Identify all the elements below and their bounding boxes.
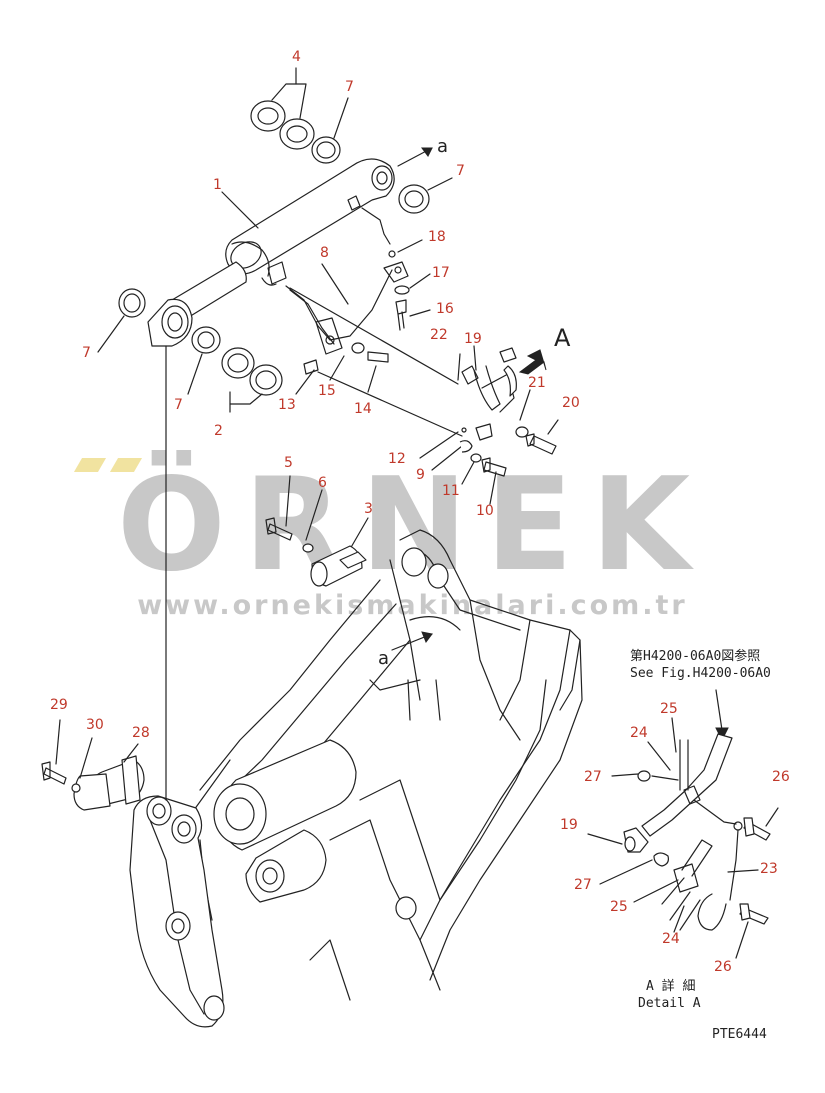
- view-direction-label: A: [554, 324, 571, 352]
- callout-8: 8: [320, 245, 329, 261]
- callout-27: 27: [584, 769, 602, 785]
- callout-18: 18: [428, 229, 446, 245]
- callout-12: 12: [388, 451, 406, 467]
- callout-13: 13: [278, 397, 296, 413]
- callout-7: 7: [456, 163, 465, 179]
- callout-14: 14: [354, 401, 372, 417]
- callout-19: 19: [560, 817, 578, 833]
- callout-6: 6: [318, 475, 327, 491]
- detail-a-drawing: [587, 689, 779, 959]
- cylinder-assembly: [147, 158, 395, 347]
- callout-24: 24: [662, 931, 680, 947]
- callout-23: 23: [760, 861, 778, 877]
- callout-27: 27: [574, 877, 592, 893]
- callout-11: 11: [442, 483, 460, 499]
- callout-26: 26: [714, 959, 732, 975]
- watermark-url: www.ornekismakinalari.com.tr: [137, 590, 688, 621]
- callout-19: 19: [464, 331, 482, 347]
- link-arm: [129, 795, 225, 1028]
- callout-22: 22: [430, 327, 448, 343]
- callout-20: 20: [562, 395, 580, 411]
- callout-21: 21: [528, 375, 546, 391]
- figure-code: PTE6444: [712, 1027, 767, 1042]
- callout-25: 25: [610, 899, 628, 915]
- reference-note-jp: 第H4200-06A0図参照: [630, 649, 761, 664]
- callout-7: 7: [345, 79, 354, 95]
- detail-title-jp: A 詳 細: [646, 979, 696, 994]
- callout-28: 28: [132, 725, 150, 741]
- callout-10: 10: [476, 503, 494, 519]
- callout-26: 26: [772, 769, 790, 785]
- callout-3: 3: [364, 501, 373, 517]
- callout-7: 7: [82, 345, 91, 361]
- boom-frame: [193, 529, 583, 1001]
- view-arrow-label-center: a: [378, 648, 390, 669]
- callout-16: 16: [436, 301, 454, 317]
- callout-1: 1: [213, 177, 222, 193]
- callout-17: 17: [432, 265, 450, 281]
- view-arrow-label-top: a: [437, 136, 449, 157]
- reference-note-en: See Fig.H4200-06A0: [630, 666, 771, 681]
- callout-15: 15: [318, 383, 336, 399]
- callout-24: 24: [630, 725, 648, 741]
- callout-4: 4: [292, 49, 301, 65]
- callout-7: 7: [174, 397, 183, 413]
- callout-5: 5: [284, 455, 293, 471]
- callout-29: 29: [50, 697, 68, 713]
- detail-title-en: Detail A: [638, 996, 701, 1011]
- callout-2: 2: [214, 423, 223, 439]
- callout-25: 25: [660, 701, 678, 717]
- callout-30: 30: [86, 717, 104, 733]
- callout-9: 9: [416, 467, 425, 483]
